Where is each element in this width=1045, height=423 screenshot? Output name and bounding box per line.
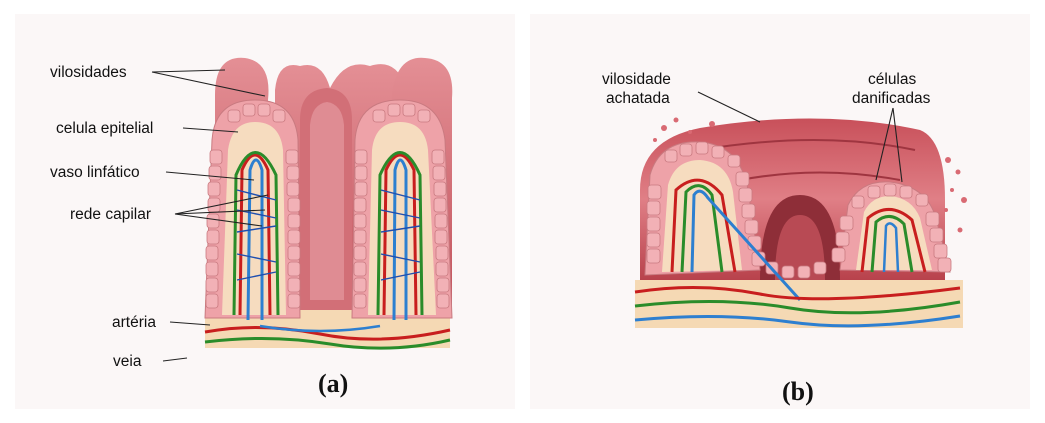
panel-b-illustration bbox=[635, 118, 967, 329]
panel-a-illustration bbox=[205, 58, 452, 348]
label-vilosidades: vilosidades bbox=[50, 64, 127, 81]
label-vilosidade: vilosidade bbox=[602, 71, 671, 88]
label-arteria: artéria bbox=[112, 314, 156, 331]
label-veia: veia bbox=[113, 353, 142, 370]
label-achatada: achatada bbox=[606, 90, 670, 107]
label-danificadas: danificadas bbox=[852, 90, 931, 107]
label-vaso-linfatico: vaso linfático bbox=[50, 164, 140, 181]
caption-b: (b) bbox=[782, 377, 814, 406]
caption-a: (a) bbox=[318, 369, 348, 398]
label-celula-epitelial: celula epitelial bbox=[56, 120, 153, 137]
label-rede-capilar: rede capilar bbox=[70, 206, 151, 223]
label-celulas: células bbox=[868, 71, 916, 88]
